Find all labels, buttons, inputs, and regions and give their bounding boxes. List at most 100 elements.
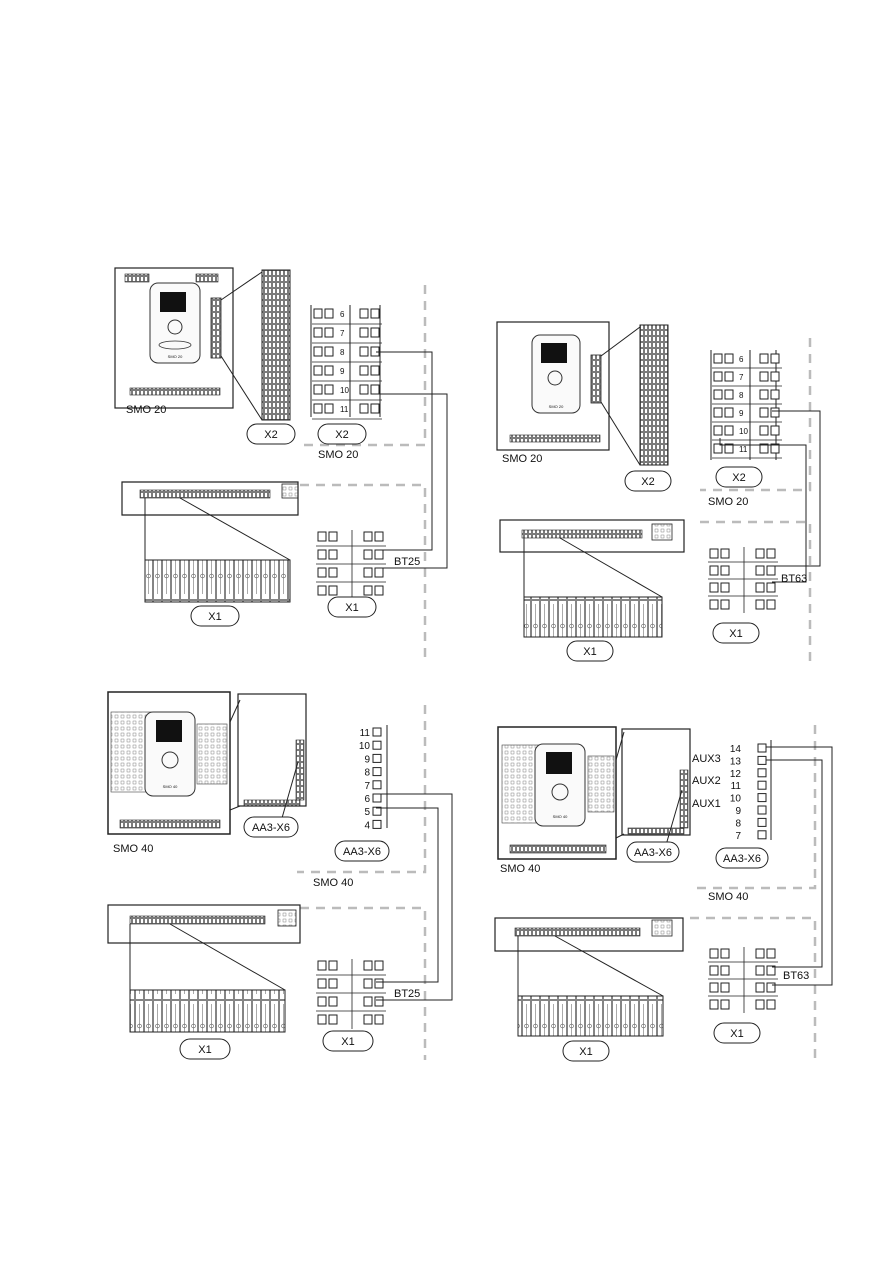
wire-bt63-a — [766, 746, 833, 986]
terminal-box — [709, 548, 719, 559]
terminal-number: 11 — [739, 445, 748, 454]
terminal-box — [766, 565, 776, 576]
terminal-box — [757, 768, 767, 778]
terminal-number: 9 — [739, 409, 744, 418]
callout: X1 — [327, 596, 377, 618]
terminal-box — [766, 582, 776, 593]
terminal-box — [709, 965, 719, 976]
terminal-box — [374, 978, 384, 989]
terminal-box — [372, 767, 382, 777]
callout: X1 — [322, 1030, 374, 1052]
terminal-box — [328, 978, 338, 989]
terminal-row — [316, 549, 386, 565]
dashed-frame-upper — [297, 705, 427, 874]
terminal-row: 11 — [712, 443, 782, 459]
terminal-row: 10 — [312, 384, 382, 401]
callout: AA3-X6 — [626, 841, 680, 863]
wire-bt25-a — [376, 351, 433, 551]
terminal-row: 14 — [730, 743, 767, 755]
terminal-box — [709, 982, 719, 993]
terminal-box — [770, 389, 780, 400]
terminal-box — [363, 531, 373, 542]
terminal-row: 9 — [735, 805, 767, 817]
terminal-number: 7 — [735, 831, 741, 842]
x2-zoom-strip — [639, 324, 669, 466]
terminal-box — [713, 371, 723, 382]
terminal-row — [316, 960, 386, 976]
callout: X2 — [317, 423, 367, 445]
terminal-row: 6 — [364, 793, 382, 805]
device-screen-text: SMO 20 — [168, 354, 183, 359]
svg-text:X1: X1 — [730, 1028, 743, 1040]
terminal-box — [755, 965, 765, 976]
terminal-box — [359, 327, 369, 338]
terminal-box — [757, 805, 767, 815]
terminal-box — [720, 599, 730, 610]
device-label: SMO 20 — [126, 404, 166, 416]
terminal-box — [313, 403, 323, 414]
terminal-box — [328, 531, 338, 542]
terminal-box — [755, 982, 765, 993]
terminal-box — [759, 443, 769, 454]
terminal-number: 6 — [364, 794, 370, 805]
terminal-number: 6 — [340, 310, 345, 319]
terminal-box — [709, 599, 719, 610]
svg-text:X1: X1 — [208, 611, 221, 623]
terminal-box — [720, 999, 730, 1010]
terminal-row: 9 — [712, 407, 782, 423]
terminal-row: 9 — [364, 753, 382, 765]
terminal-box — [370, 384, 380, 395]
device-label: SMO 40 — [500, 863, 540, 875]
terminal-box — [374, 531, 384, 542]
svg-text:X2: X2 — [732, 472, 745, 484]
terminal-box — [755, 599, 765, 610]
terminal-box — [370, 365, 380, 376]
terminal-number: 9 — [735, 806, 741, 817]
x1-board — [121, 481, 299, 603]
callout: X1 — [179, 1038, 231, 1060]
terminal-number: 7 — [340, 329, 345, 338]
svg-text:X1: X1 — [729, 628, 742, 640]
terminal-box — [766, 948, 776, 959]
terminal-box — [363, 1014, 373, 1025]
terminal-row: 12 — [730, 768, 767, 780]
dashed-frame-upper — [700, 338, 812, 492]
terminal-box — [766, 982, 776, 993]
terminal-box — [755, 582, 765, 593]
terminal-number: 10 — [340, 386, 349, 395]
terminal-box — [324, 403, 334, 414]
terminal-number: 8 — [364, 768, 370, 779]
terminal-box — [374, 1014, 384, 1025]
terminal-row — [708, 948, 778, 963]
aux-labels: AUX3 AUX2 AUX1 — [692, 753, 721, 810]
terminal-box — [313, 365, 323, 376]
terminal-number: 5 — [364, 807, 370, 818]
terminal-number: 8 — [739, 391, 744, 400]
terminal-box — [363, 996, 373, 1007]
terminal-box — [359, 365, 369, 376]
terminal-box — [324, 308, 334, 319]
terminal-box — [709, 582, 719, 593]
terminal-box — [766, 548, 776, 559]
terminal-box — [372, 793, 382, 803]
terminal-row — [317, 585, 384, 596]
terminal-number: 9 — [340, 367, 345, 376]
device-label: SMO 40 — [113, 843, 153, 855]
terminal-box — [363, 549, 373, 560]
terminal-box — [757, 817, 767, 827]
terminal-box — [724, 425, 734, 436]
svg-text:X2: X2 — [641, 476, 654, 488]
terminal-box — [759, 371, 769, 382]
terminal-number: 11 — [360, 728, 371, 739]
terminal-box — [374, 585, 384, 596]
terminal-box — [713, 389, 723, 400]
smo40-device: SMO 40 — [107, 691, 231, 835]
terminal-row — [316, 978, 386, 994]
terminal-row: 5 — [364, 806, 382, 818]
terminal-box — [317, 996, 327, 1007]
terminal-box — [372, 727, 382, 737]
x1-board — [499, 519, 685, 638]
terminal-box — [317, 567, 327, 578]
terminal-box — [328, 549, 338, 560]
